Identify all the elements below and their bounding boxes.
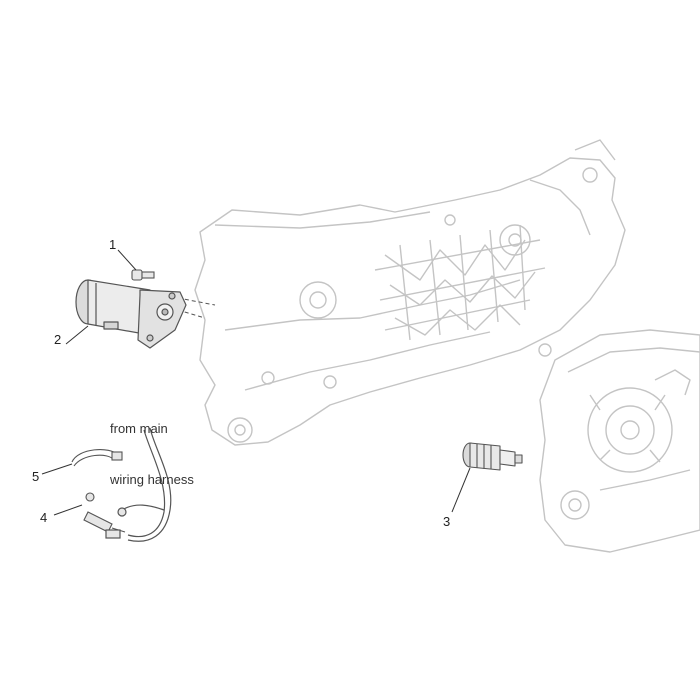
starter-motor-part [75,279,187,349]
crankcase-outline [194,139,626,446]
callout-2: 2 [54,332,62,347]
starter-gear-part [462,442,523,471]
callout-3: 3 [443,514,451,529]
side-cover-outline [539,329,700,553]
cable-clamp-part [71,449,123,467]
harness-note-line2: wiring harness [110,472,194,487]
callout-1: 1 [109,237,117,252]
harness-note: from main wiring harness [110,386,194,505]
leader-3 [451,467,471,513]
wiring-harness-part [105,427,172,542]
leader-lines [41,249,471,516]
leader-4 [53,504,83,516]
leader-1 [117,249,137,271]
assembly-guide-lines [177,297,216,319]
callout-5: 5 [32,469,40,484]
leader-5 [41,463,73,475]
callout-4: 4 [40,510,48,525]
starter-screw-part [131,269,155,281]
leader-2 [65,325,89,345]
harness-note-line1: from main [110,421,168,436]
